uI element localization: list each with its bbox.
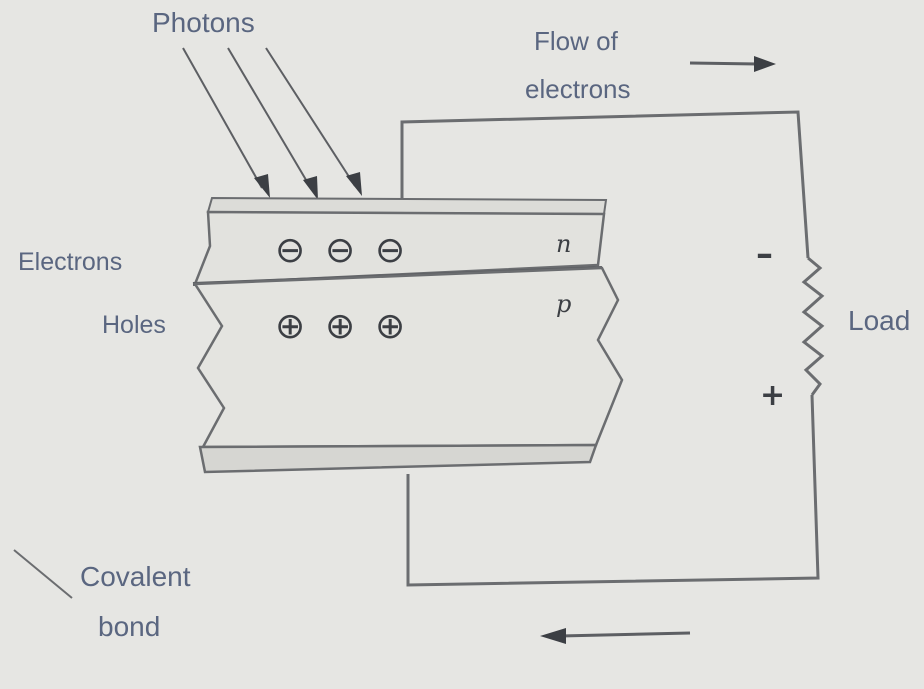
hole-symbol-1: ⊕ — [275, 306, 305, 347]
p-layer-label: p — [556, 290, 571, 318]
holes-label: Holes — [102, 311, 166, 339]
photon-arrowheads — [254, 172, 362, 200]
photon-arrow-1 — [182, 47, 263, 189]
electron-symbol-1: ⊖ — [275, 230, 305, 271]
electron-carriers: ⊖ ⊖ ⊖ — [275, 230, 405, 271]
load-plus-sign: + — [760, 378, 785, 413]
flow-arrowhead — [754, 56, 776, 72]
n-layer-label: n — [556, 230, 571, 258]
covalent-label-line1: Covalent — [80, 561, 191, 592]
electron-symbol-3: ⊖ — [375, 230, 405, 271]
bottom-electrode — [198, 443, 598, 474]
load-minus-sign: – — [756, 234, 773, 274]
photon-arrow-2 — [227, 47, 313, 191]
photon-arrowhead-3 — [346, 172, 362, 196]
photon-arrow-3 — [265, 47, 356, 187]
photon-arrowhead-1 — [254, 174, 270, 198]
photons-label: Photons — [152, 7, 255, 38]
load-label: Load — [848, 305, 910, 336]
wire-bottom — [406, 394, 820, 587]
flow-label-line1: Flow of — [534, 26, 619, 56]
circuit-wires — [400, 110, 820, 587]
flow-arrow-line — [689, 61, 759, 66]
electron-symbol-2: ⊖ — [325, 230, 355, 271]
current-arrow-line — [559, 631, 691, 638]
load-resistor — [801, 256, 825, 396]
covalent-label-line2: bond — [98, 611, 160, 642]
wire-top — [400, 110, 810, 259]
current-arrowhead — [540, 628, 566, 644]
hole-symbol-3: ⊕ — [375, 306, 405, 347]
hole-carriers: ⊕ ⊕ ⊕ — [275, 306, 405, 347]
photon-arrowhead-2 — [303, 176, 318, 200]
flow-label-line2: electrons — [525, 74, 631, 104]
covalent-bond-pointer — [13, 549, 73, 599]
electrons-label: Electrons — [18, 248, 122, 276]
photon-arrows — [182, 47, 356, 191]
hole-symbol-2: ⊕ — [325, 306, 355, 347]
